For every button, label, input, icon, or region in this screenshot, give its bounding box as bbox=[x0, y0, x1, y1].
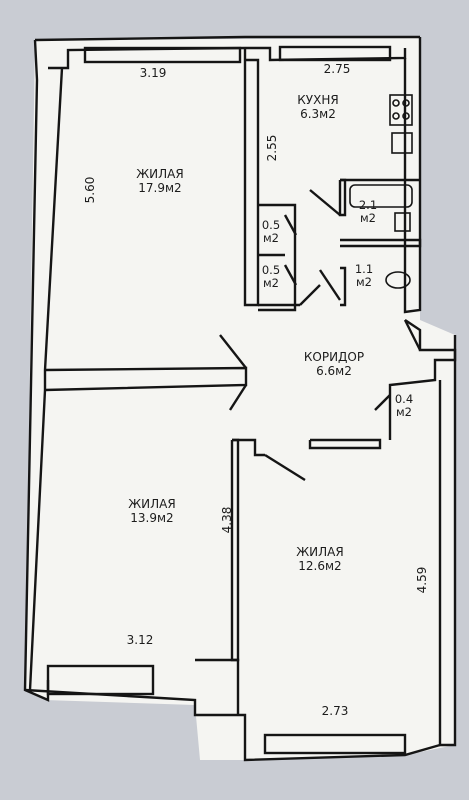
room-name: ЖИЛАЯ bbox=[136, 167, 184, 182]
dimension-kitchen-length: 2.55 bbox=[265, 134, 280, 162]
outer-wall-top-inner bbox=[48, 46, 407, 70]
floor-area bbox=[25, 38, 455, 760]
room-area-unit: м2 bbox=[262, 231, 279, 245]
corridor-label: КОРИДОР 6.6м2 bbox=[303, 350, 365, 379]
room-area-number: 0.4 bbox=[394, 391, 414, 406]
door-living-1 bbox=[219, 334, 247, 369]
stove-burner-icon bbox=[402, 112, 410, 120]
kitchen-sink-icon bbox=[391, 132, 413, 154]
room-area-number: 0.5 bbox=[261, 217, 281, 232]
dimension-living-1-width: 3.19 bbox=[139, 66, 167, 81]
dimension-living-1-length: 5.60 bbox=[83, 176, 98, 204]
room-name: ЖИЛАЯ bbox=[128, 497, 176, 512]
dimension-kitchen-width: 2.75 bbox=[323, 62, 351, 77]
toilet-icon bbox=[385, 271, 411, 289]
closet-2-label: 0.5 м2 bbox=[261, 262, 281, 290]
outer-wall-top bbox=[34, 35, 420, 42]
room-area-number: 1.1 bbox=[354, 261, 374, 276]
wall-wc-left bbox=[340, 266, 347, 307]
wc-label: 1.1 м2 bbox=[354, 261, 374, 289]
room-area-unit: м2 bbox=[359, 211, 376, 225]
dimension-living-2-width: 3.12 bbox=[126, 633, 154, 648]
dimension-living-3-length: 4.59 bbox=[415, 566, 430, 594]
door-closet-1 bbox=[283, 214, 298, 236]
door-closet-3 bbox=[374, 394, 391, 411]
wall-living3-top bbox=[232, 438, 265, 457]
room-name: КОРИДОР bbox=[303, 350, 365, 365]
room-area-unit: м2 bbox=[395, 405, 412, 419]
door-entrance bbox=[403, 319, 422, 351]
wall-closets bbox=[258, 203, 297, 312]
room-name: КУХНЯ bbox=[297, 93, 339, 108]
dimension-living-3-width: 2.73 bbox=[321, 704, 349, 719]
room-area: 6.6м2 bbox=[316, 364, 352, 378]
wall-left-inner bbox=[28, 67, 64, 691]
window-living-2 bbox=[46, 664, 155, 696]
room-area-unit: м2 bbox=[355, 275, 372, 289]
living-room-2-label: ЖИЛАЯ 13.9м2 bbox=[128, 497, 176, 526]
door-living-3 bbox=[264, 453, 306, 482]
stove-burner-icon bbox=[392, 112, 400, 120]
bath-sink-icon bbox=[394, 212, 411, 232]
living-room-1-label: ЖИЛАЯ 17.9м2 bbox=[136, 167, 184, 196]
door-wc bbox=[319, 269, 341, 301]
closet-1-label: 0.5 м2 bbox=[261, 217, 281, 245]
room-area: 12.6м2 bbox=[298, 559, 342, 573]
bathroom-label: 2.1 м2 bbox=[358, 197, 378, 225]
room-area-number: 2.1 bbox=[358, 197, 378, 212]
bathtub-icon bbox=[349, 184, 413, 208]
window-kitchen bbox=[278, 45, 392, 62]
stove-burner-icon bbox=[392, 99, 400, 107]
living-room-3-label: ЖИЛАЯ 12.6м2 bbox=[296, 545, 344, 574]
door-kitchen bbox=[299, 284, 321, 306]
room-area-number: 0.5 bbox=[261, 262, 281, 277]
wall-living3-right-top bbox=[308, 438, 382, 450]
closet-3-label: 0.4 м2 bbox=[394, 391, 414, 419]
outer-wall-right-bottom bbox=[438, 335, 457, 747]
outer-wall-bottom bbox=[24, 688, 441, 762]
wall-living2-bottom-step bbox=[195, 658, 240, 715]
wall-living1-right bbox=[243, 48, 260, 307]
window-living-1 bbox=[83, 46, 242, 64]
wall-bath-bottom bbox=[340, 238, 422, 248]
window-living-3 bbox=[263, 733, 407, 755]
wall-living1-bottom bbox=[44, 366, 248, 392]
stove-burner-icon bbox=[402, 99, 410, 107]
room-area: 13.9м2 bbox=[130, 511, 174, 525]
door-closet-2 bbox=[283, 264, 298, 286]
dimension-living-2-length: 4.38 bbox=[220, 506, 235, 534]
stove-icon bbox=[389, 94, 413, 126]
room-area: 17.9м2 bbox=[138, 181, 182, 195]
room-area-unit: м2 bbox=[262, 276, 279, 290]
door-bath bbox=[309, 189, 341, 216]
room-area: 6.3м2 bbox=[300, 107, 336, 121]
door-living-2 bbox=[228, 384, 248, 411]
wall-corridor-right bbox=[388, 319, 457, 440]
kitchen-label: КУХНЯ 6.3м2 bbox=[297, 93, 339, 122]
room-name: ЖИЛАЯ bbox=[296, 545, 344, 560]
